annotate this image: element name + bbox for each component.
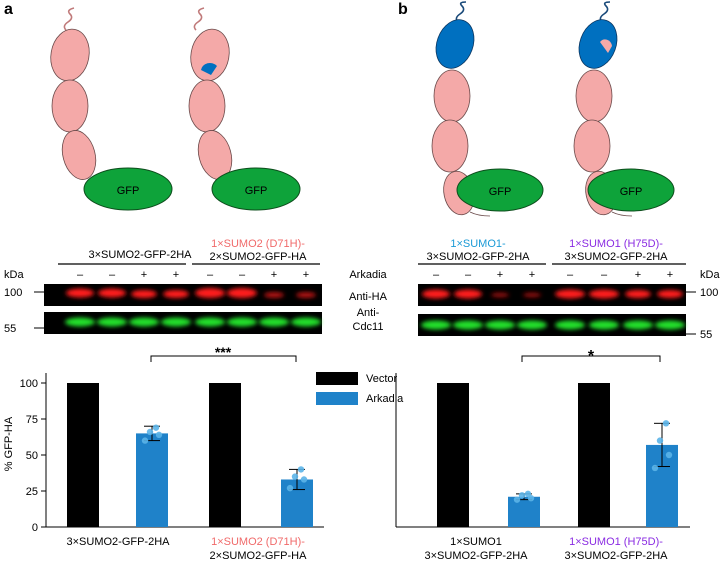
panel-label-a: a [4, 1, 13, 18]
lane-group-label-b2-line1: 1×SUMO1 (H75D)- [569, 238, 663, 250]
lane-sign: – [207, 269, 214, 281]
bar-chart-a: 0 25 50 75 100 [20, 373, 324, 534]
construct-diagram-b1: GFP [431, 1, 544, 217]
lane-sign: – [433, 269, 440, 281]
marker-55: 55 [700, 329, 712, 341]
mutation-patch-icon [600, 39, 612, 53]
significance-marker-a: *** [215, 344, 232, 360]
western-blot-ha-b [418, 284, 686, 306]
data-point [155, 431, 163, 439]
lane-sign: + [635, 269, 641, 281]
gfp-label: GFP [117, 185, 140, 197]
y-tick-label: 50 [26, 450, 38, 462]
significance-bracket-a: *** [150, 344, 297, 362]
x-category-a2-line2: 2×SUMO2-GFP-HA [210, 550, 308, 562]
gfp-label: GFP [245, 185, 268, 197]
blot-label-anti-cdc11-line2: Cdc11 [353, 321, 384, 333]
bar-arkadia [136, 433, 168, 527]
lane-sign: + [667, 269, 673, 281]
kda-label: kDa [700, 269, 720, 281]
panel-label-b: b [398, 1, 408, 18]
lane-sign: – [601, 269, 608, 281]
bar-vector [578, 383, 610, 527]
blot-header-a: 3×SUMO2-GFP-2HA 1×SUMO2 (D71H)- 2×SUMO2-… [4, 238, 388, 335]
lane-group-label-b1-line2: 3×SUMO2-GFP-2HA [427, 251, 531, 263]
data-point [656, 437, 664, 444]
lane-sign: – [239, 269, 246, 281]
legend: Vector Arkadia [316, 372, 404, 405]
construct-diagram-a1: GFP [50, 7, 173, 211]
lane-sign: + [141, 269, 147, 281]
y-tick-label: 25 [26, 486, 38, 498]
data-point [662, 420, 670, 427]
lane-sign: – [465, 269, 472, 281]
legend-swatch-arkadia [316, 392, 358, 405]
x-category-b1-line2: 3×SUMO2-GFP-2HA [425, 550, 529, 562]
y-axis-label: % GFP-HA [3, 416, 15, 471]
data-point [146, 428, 154, 436]
blot-label-anti-cdc11-line1: Anti- [357, 307, 380, 319]
data-point [524, 490, 532, 498]
data-point [513, 496, 521, 503]
bar-vector [209, 383, 241, 527]
x-category-b2-line2: 3×SUMO2-GFP-2HA [565, 550, 669, 562]
lane-group-label-a2-line2: 2×SUMO2-GFP-HA [210, 251, 308, 263]
data-point [286, 484, 294, 492]
data-point [152, 424, 160, 431]
marker-100: 100 [700, 287, 718, 299]
lane-group-label-b2-line2: 3×SUMO2-GFP-2HA [565, 251, 669, 263]
arkadia-label: Arkadia [349, 269, 387, 281]
marker-100: 100 [4, 287, 22, 299]
legend-swatch-vector [316, 372, 358, 385]
data-point [300, 476, 308, 483]
data-point [518, 492, 526, 499]
x-category-a1: 3×SUMO2-GFP-2HA [67, 536, 171, 548]
data-point [297, 466, 305, 473]
western-blot-ha-a [44, 284, 322, 306]
y-tick-label: 75 [26, 414, 38, 426]
lane-sign: + [173, 269, 179, 281]
gfp-label: GFP [620, 186, 643, 198]
lane-sign: + [303, 269, 309, 281]
gfp-label: GFP [489, 186, 512, 198]
lane-sign: – [567, 269, 574, 281]
blot-label-anti-ha: Anti-HA [349, 291, 388, 303]
lane-sign: + [529, 269, 535, 281]
lane-group-label-a2-line1: 1×SUMO2 (D71H)- [211, 238, 305, 250]
western-blot-cdc11-b [418, 314, 686, 336]
y-tick-label: 100 [20, 378, 38, 390]
lane-sign: – [77, 269, 84, 281]
construct-diagram-b2: GFP [573, 1, 675, 217]
lane-sign: + [271, 269, 277, 281]
data-point [141, 437, 149, 444]
significance-bracket-b: * [521, 348, 661, 365]
lane-group-label-b1-line1: 1×SUMO1- [450, 238, 506, 250]
bar-chart-b [395, 373, 690, 528]
marker-55: 55 [4, 323, 16, 335]
bar-vector [67, 383, 99, 527]
lane-group-label-a1: 3×SUMO2-GFP-2HA [89, 249, 193, 261]
bar-arkadia [508, 496, 540, 527]
lane-sign: + [497, 269, 503, 281]
y-tick-label: 0 [32, 522, 38, 534]
lane-sign: – [109, 269, 116, 281]
legend-label-arkadia: Arkadia [366, 393, 404, 405]
construct-diagram-a2: GFP [188, 7, 301, 211]
significance-marker-b: * [588, 348, 595, 365]
x-category-b2-line1: 1×SUMO1 (H75D)- [569, 536, 663, 548]
data-point [291, 473, 299, 480]
kda-label: kDa [4, 269, 24, 281]
western-blot-cdc11-a [44, 312, 322, 334]
blot-header-b: 1×SUMO1- 3×SUMO2-GFP-2HA 1×SUMO1 (H75D)-… [418, 238, 720, 341]
x-category-a2-line1: 1×SUMO2 (D71H)- [211, 536, 305, 548]
data-point [651, 464, 659, 472]
legend-label-vector: Vector [366, 373, 398, 385]
mutation-patch-icon [201, 62, 217, 75]
data-point [665, 451, 673, 459]
bar-vector [437, 383, 469, 527]
x-category-b1-line1: 1×SUMO1 [450, 536, 502, 548]
